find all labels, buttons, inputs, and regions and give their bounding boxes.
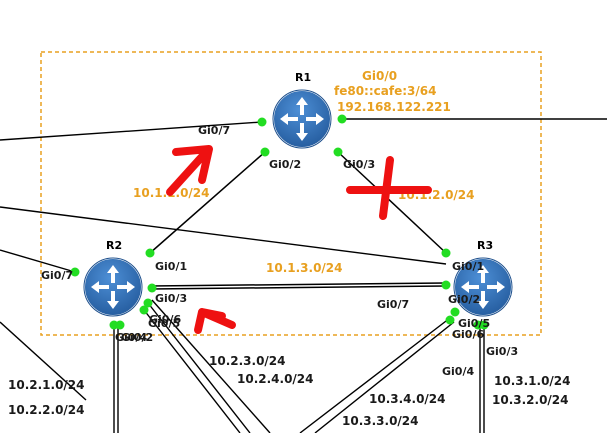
link-r2-r3-b: [149, 285, 447, 290]
r3-gi03-label: Gi0/3: [486, 345, 518, 358]
link-r2-gi05-a: [143, 309, 241, 433]
link-r2-gi06-a: [147, 302, 251, 433]
r1-mgmt-ipv4: 192.168.122.221: [337, 100, 451, 114]
r1-gi07-label: Gi0/7: [198, 124, 230, 137]
annotations: [166, 145, 432, 334]
dot-r2-gi02: [115, 320, 125, 330]
dot-r2-gi05: [139, 305, 149, 315]
router-r2[interactable]: [83, 257, 143, 317]
routing-area-border: [40, 51, 542, 336]
dot-r3-gi02: [441, 280, 451, 290]
r3-gi02-label: Gi0/2: [448, 293, 480, 306]
r2-gi07-label: Gi0/7: [41, 269, 73, 282]
router-r2-name: R2: [106, 239, 122, 252]
r2-gi03-label: Gi0/3: [155, 292, 187, 305]
r2-gi05-label: Gi0/5: [148, 317, 180, 330]
link-r3-gi06-b: [314, 321, 455, 433]
link-r1-r2: [149, 151, 266, 254]
dot-r3-gi06: [445, 315, 455, 325]
arrow-annotation-r2-gi03: [194, 308, 236, 334]
dot-r3-gi04: [473, 320, 483, 330]
subnet-r2-d: 10.2.4.0/24: [237, 372, 314, 386]
dot-r2-gi06: [143, 298, 153, 308]
subnet-r3-c: 10.3.3.0/24: [342, 414, 419, 428]
r1-mgmt-ipv6: fe80::cafe:3/64: [334, 84, 436, 98]
r1-gi03-label: Gi0/3: [343, 158, 375, 171]
network-r2-r3: 10.1.3.0/24: [266, 261, 343, 275]
dot-r2-gi07: [70, 267, 80, 277]
router-r3-name: R3: [477, 239, 493, 252]
subnet-r2-c: 10.2.3.0/24: [209, 354, 286, 368]
dot-r2-gi03: [147, 283, 157, 293]
subnet-r3-a: 10.3.1.0/24: [494, 374, 571, 388]
dot-r1-gi00: [337, 114, 347, 124]
dot-r3-gi05: [450, 307, 460, 317]
link-r2-gi07-external: [0, 249, 76, 273]
r3-gi07-label: Gi0/7: [377, 298, 409, 311]
subnet-r3-d: 10.3.4.0/24: [369, 392, 446, 406]
link-r3-gi01-external: [0, 206, 447, 265]
r3-gi05-label: Gi0/5: [458, 317, 490, 330]
dot-r1-gi03: [333, 147, 343, 157]
r1-mgmt-interface: Gi0/0: [362, 69, 397, 83]
r1-gi02-label: Gi0/2: [269, 158, 301, 171]
r2-gi06-label: Gi0/6: [149, 313, 181, 326]
subnet-r3-b: 10.3.2.0/24: [492, 393, 569, 407]
link-r1-gi07-external: [0, 121, 263, 141]
link-r2-r3-a: [149, 282, 447, 287]
dot-r1-gi07: [257, 117, 267, 127]
link-r1-r3: [337, 151, 447, 254]
arrow-annotation-r1-r2: [166, 145, 213, 196]
link-endpoints: [70, 114, 489, 330]
dot-r2-gi01: [145, 248, 155, 258]
r3-gi06-label: Gi0/6: [452, 328, 484, 341]
r2-gi01-label: Gi0/1: [155, 260, 187, 273]
dot-r3-gi01: [441, 248, 451, 258]
router-r3[interactable]: [453, 257, 513, 317]
router-r1[interactable]: [272, 89, 332, 149]
link-r2-gi06-b: [151, 299, 271, 433]
r2-gi02-label: Gi0/2: [121, 331, 153, 344]
subnet-r2-a: 10.2.1.0/24: [8, 378, 85, 392]
r3-gi04-label: Gi0/4: [442, 365, 474, 378]
router-r1-name: R1: [295, 71, 311, 84]
dot-r1-gi02: [260, 147, 270, 157]
link-r2-down-left: [0, 321, 87, 401]
core-links: [149, 151, 447, 290]
r2-gi04-label: Gi0/4: [115, 331, 147, 344]
r3-gi01-label: Gi0/1: [452, 260, 484, 273]
external-links: [0, 118, 607, 433]
cross-annotation-r1-r3: [346, 156, 432, 220]
subnet-r2-b: 10.2.2.0/24: [8, 403, 85, 417]
link-r3-gi06-a: [299, 317, 451, 433]
